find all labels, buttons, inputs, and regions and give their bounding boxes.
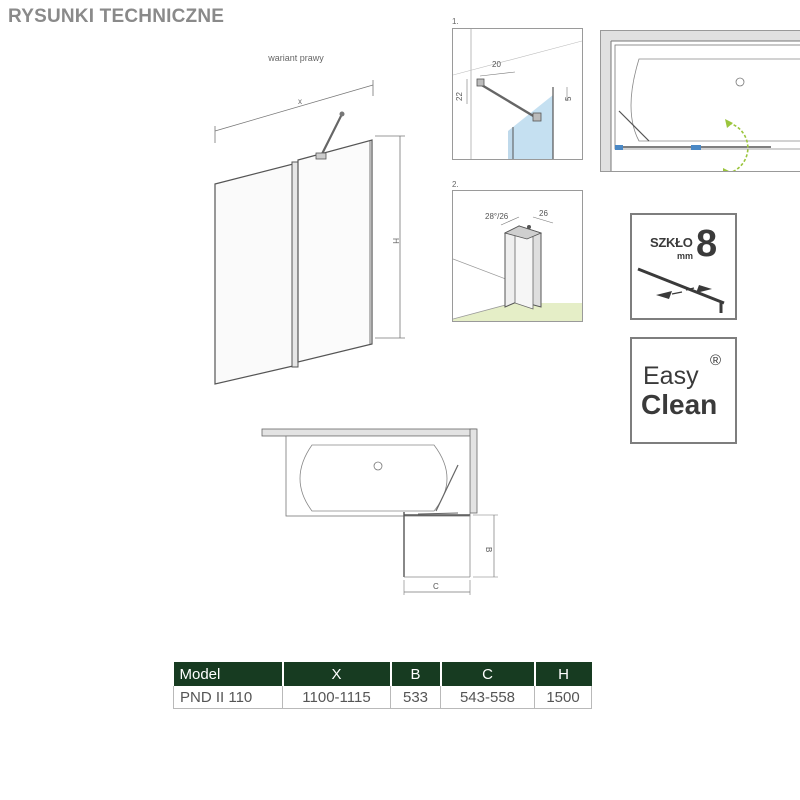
glass-badge-unit: mm xyxy=(677,251,694,261)
easy-clean-registered: ® xyxy=(710,352,722,369)
detail-1-panel: 20 22 5 xyxy=(452,28,583,160)
header-b: B xyxy=(390,662,442,686)
swing-glass-panel xyxy=(297,139,373,363)
x-dimension-line xyxy=(214,84,374,132)
cell-h: 1500 xyxy=(534,686,592,709)
spec-table: Model X B C H PND II 110 1100-1115 533 5… xyxy=(173,662,592,709)
glass-thickness-icon xyxy=(637,267,725,313)
header-c: C xyxy=(440,662,536,686)
spec-table-header-row: Model X B C H xyxy=(173,662,592,686)
glass-thickness-badge: SZKŁO mm 8 xyxy=(630,213,737,320)
table-row: PND II 110 1100-1115 533 543-558 1500 xyxy=(173,686,592,709)
detail-1-dim-top: 20 xyxy=(492,60,501,69)
front-elevation-drawing: wariant prawy x H xyxy=(214,53,405,385)
detail-1-dim-right: 5 xyxy=(564,96,573,101)
page-title: RYSUNKI TECHNICZNE xyxy=(8,6,225,27)
fixed-glass-panel xyxy=(214,163,294,385)
detail-2-dim-right: 26 xyxy=(539,209,548,218)
header-h: H xyxy=(534,662,592,686)
bath-top-view-detail xyxy=(600,30,800,172)
x-dimension-label: x xyxy=(298,97,302,106)
header-model: Model xyxy=(173,662,284,686)
cell-model: PND II 110 xyxy=(173,686,283,709)
h-dimension-label: H xyxy=(391,238,400,244)
detail-2-dim-left: 28°/26 xyxy=(485,212,509,221)
glass-badge-value: 8 xyxy=(696,223,718,265)
detail-1-dim-left: 22 xyxy=(455,92,464,101)
plan-width-label: C xyxy=(433,582,439,591)
easy-clean-line2: Clean xyxy=(641,389,718,420)
variant-label: wariant prawy xyxy=(267,53,324,63)
glass-badge-word: SZKŁO xyxy=(650,235,693,250)
easy-clean-line1: Easy xyxy=(643,362,699,390)
plan-depth-label: B xyxy=(484,547,493,552)
cell-x: 1100-1115 xyxy=(282,686,391,709)
easy-clean-badge: Easy ® Clean xyxy=(630,337,737,444)
drain-icon xyxy=(735,77,745,87)
header-x: X xyxy=(282,662,392,686)
hinge-profile xyxy=(291,161,299,368)
plan-view-drawing: B C xyxy=(261,428,498,595)
cell-c: 543-558 xyxy=(440,686,535,709)
detail-2-number: 2. xyxy=(452,180,459,189)
detail-2-panel: 28°/26 26 xyxy=(452,190,583,322)
stabilizer-bar xyxy=(319,113,343,159)
detail-1-bar xyxy=(479,82,536,119)
detail-1-number: 1. xyxy=(452,17,459,26)
cell-b: 533 xyxy=(390,686,441,709)
